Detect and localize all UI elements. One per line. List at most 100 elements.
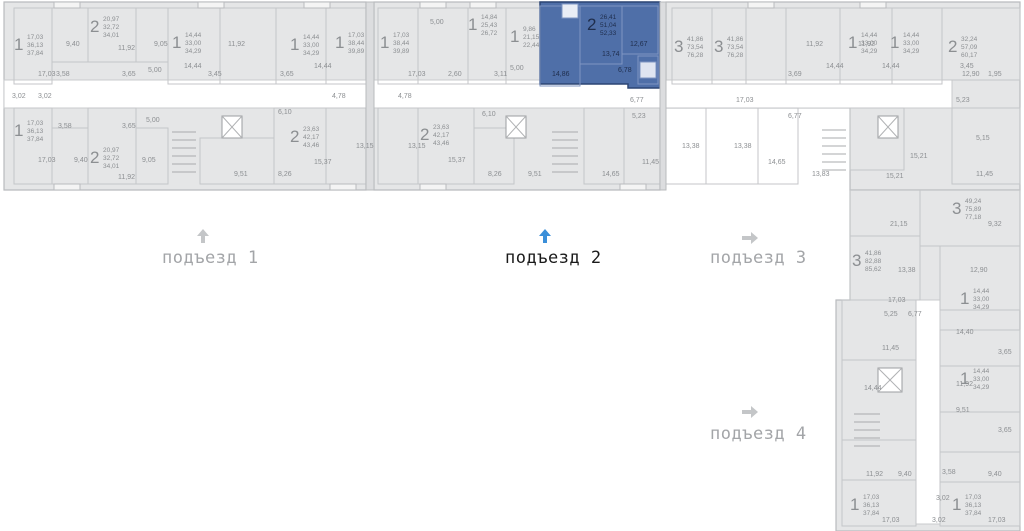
room-count: 1 [510,27,519,46]
area-kitchen: 57,09 [961,44,978,51]
room-area: 9,40 [898,471,912,478]
area-living: 17,03 [393,32,410,39]
room-area: 14,44 [826,63,844,70]
room-area: 13,38 [734,143,752,150]
room-area: 6,77 [788,113,802,120]
area-total: 85,62 [865,266,882,273]
room-area: 8,26 [488,171,502,178]
area-kitchen: 33,00 [861,40,878,47]
area-total: 37,84 [27,50,44,57]
area-living: 9,86 [523,26,536,33]
room-area: 13,38 [898,267,916,274]
area-kitchen: 33,00 [185,40,202,47]
room-area: 14,65 [768,159,786,166]
room-area: 17,03 [988,517,1006,524]
room-area: 11,92 [866,471,883,478]
arrow-right-icon [742,229,758,248]
room-count: 2 [290,127,299,146]
area-kitchen: 33,00 [973,376,990,383]
room-count: 1 [952,495,961,514]
area-total: 34,01 [103,163,120,170]
room-area: 17,03 [888,297,906,304]
room-area: 3,02 [12,93,26,100]
room-area: 5,00 [146,117,160,124]
room-count: 1 [380,33,389,52]
area-kitchen: 36,13 [863,502,880,509]
room-area: 4,78 [398,93,412,100]
selected-apartment[interactable] [539,1,661,89]
area-total: 39,89 [348,48,365,55]
room-area: 14,86 [552,71,570,78]
room-count: 1 [290,35,299,54]
room-count: 3 [674,37,683,56]
room-area: 9,40 [74,157,88,164]
area-kitchen: 73,54 [727,44,744,51]
room-count: 2 [90,17,99,36]
area-total: 76,28 [687,52,704,59]
entrance-4-label[interactable]: подъезд 4 [710,424,807,444]
area-living: 41,86 [727,36,744,43]
area-living: 26,41 [600,14,617,21]
room-area: 3,65 [998,349,1012,356]
room-count: 1 [960,369,969,388]
area-kitchen: 51,04 [600,22,617,29]
area-kitchen: 32,72 [103,155,120,162]
arrow-up-icon [539,228,551,247]
room-area: 11,45 [642,159,659,166]
area-living: 23,63 [303,126,320,133]
area-living: 14,44 [973,288,990,295]
entrance-1-label[interactable]: подъезд 1 [162,248,259,268]
room-area: 2,60 [448,71,462,78]
entrance-2-label[interactable]: подъезд 2 [505,248,602,268]
area-living: 14,44 [303,34,320,41]
area-living: 17,03 [863,494,880,501]
area-living: 32,24 [961,36,978,43]
area-total: 37,84 [965,510,982,517]
room-area: 6,10 [278,109,292,116]
area-kitchen: 25,43 [481,22,498,29]
area-total: 34,01 [103,32,120,39]
room-count: 3 [714,37,723,56]
room-area: 17,03 [882,517,900,524]
area-kitchen: 33,00 [303,42,320,49]
area-total: 39,89 [393,48,410,55]
entrance-3-label[interactable]: подъезд 3 [710,248,807,268]
room-area: 13,15 [408,143,426,150]
room-area: 3,58 [56,71,70,78]
area-total: 34,29 [903,48,920,55]
arrow-up-icon [197,228,209,247]
room-area: 11,92 [228,41,245,48]
area-total: 43,46 [303,142,320,149]
room-area: 12,90 [970,267,988,274]
area-total: 34,29 [185,48,202,55]
room-area: 3,11 [494,71,507,78]
room-area: 15,21 [910,153,928,160]
arrow-right-icon [742,403,758,422]
room-area: 3,65 [122,71,136,78]
area-living: 20,97 [103,147,120,154]
